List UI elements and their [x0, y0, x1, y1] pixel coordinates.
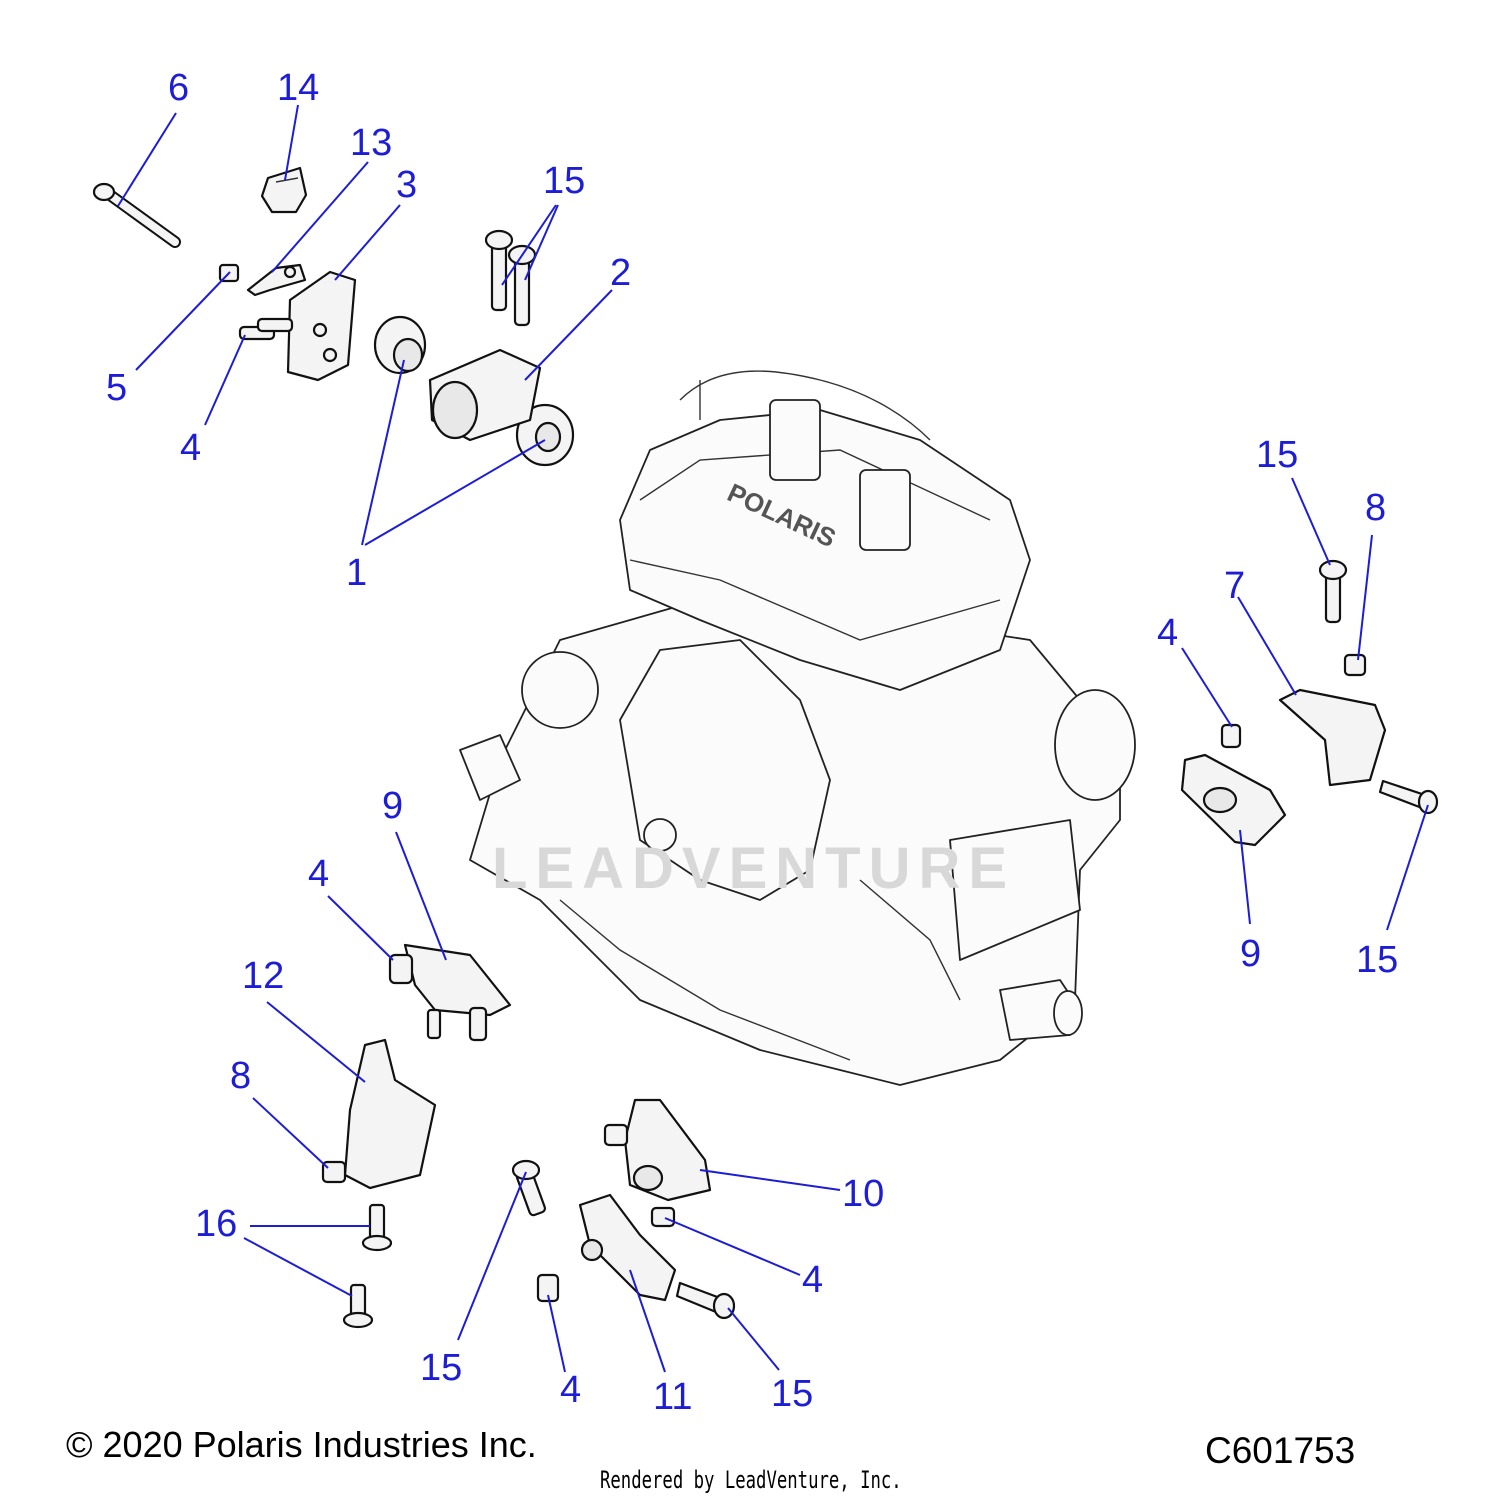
callout-8-left: 8 [230, 1055, 251, 1097]
part-2-sleeve [428, 348, 542, 442]
part-6-long-bolt [92, 182, 181, 248]
part-4-bolt-center-low [536, 1273, 560, 1303]
callout-2: 2 [610, 252, 631, 294]
part-11-mount [578, 1193, 677, 1302]
callout-12: 12 [242, 955, 284, 997]
callout-7: 7 [1224, 565, 1245, 607]
callout-9-left: 9 [382, 785, 403, 827]
callout-labels: 6 14 13 3 15 2 5 4 1 15 8 7 4 9 15 9 4 1… [106, 67, 1398, 1418]
callout-11: 11 [653, 1376, 692, 1418]
part-4-bolts-upper [238, 317, 294, 341]
callout-15-right-top: 15 [1256, 434, 1298, 476]
part-10-mount [623, 1098, 712, 1202]
callout-13: 13 [350, 122, 392, 164]
part-14-clamp [260, 166, 308, 214]
part-15-bolt-right-low [1378, 779, 1439, 815]
callout-5: 5 [106, 367, 127, 409]
part-9-mount-right [1180, 753, 1287, 847]
leader-lines [117, 104, 1429, 1373]
copyright-text: © 2020 Polaris Industries Inc. [66, 1424, 537, 1465]
callout-4-left: 4 [308, 853, 329, 895]
part-12-bracket [343, 1038, 437, 1190]
part-9-mount-left [388, 943, 512, 1042]
part-4-bolt-center-top [603, 1123, 629, 1147]
callout-4-upper: 4 [180, 427, 201, 469]
part-15-bolt-center-left [511, 1159, 547, 1217]
part-15-bolts-upper [484, 229, 537, 327]
callout-15-center-left: 15 [420, 1347, 462, 1389]
diagram-code: C601753 [1205, 1430, 1356, 1471]
callout-15-right-low: 15 [1356, 939, 1398, 981]
engine-assembly: POLARIS [459, 370, 1136, 1086]
callout-8-right: 8 [1365, 487, 1386, 529]
part-16-bolts [342, 1203, 393, 1329]
part-8-nut-left [321, 1160, 347, 1184]
callout-4-center-low: 4 [560, 1369, 581, 1411]
callout-1: 1 [346, 552, 367, 594]
callout-16: 16 [195, 1203, 237, 1245]
callout-4-right: 4 [1157, 612, 1178, 654]
part-8-nut-right [1343, 653, 1367, 677]
callout-3: 3 [396, 164, 417, 206]
callout-9-right: 9 [1240, 933, 1261, 975]
part-15-bolt-right-top [1318, 559, 1348, 624]
part-15-bolt-center-right [675, 1281, 736, 1320]
callout-15-center-right: 15 [771, 1373, 813, 1415]
rendered-by-text: Rendered by LeadVenture, Inc. [600, 1466, 902, 1494]
callout-15-top: 15 [543, 160, 585, 202]
callout-4-center-right: 4 [802, 1259, 823, 1301]
part-4-bolt-center-mid [650, 1206, 676, 1228]
callout-10: 10 [842, 1173, 884, 1215]
part-13-tab [246, 263, 307, 297]
callout-14: 14 [277, 67, 319, 109]
part-4-bolt-right [1220, 723, 1242, 749]
watermark: LEADVENTURE [492, 836, 1015, 901]
part-7-bracket [1278, 688, 1387, 787]
callout-6: 6 [168, 67, 189, 109]
